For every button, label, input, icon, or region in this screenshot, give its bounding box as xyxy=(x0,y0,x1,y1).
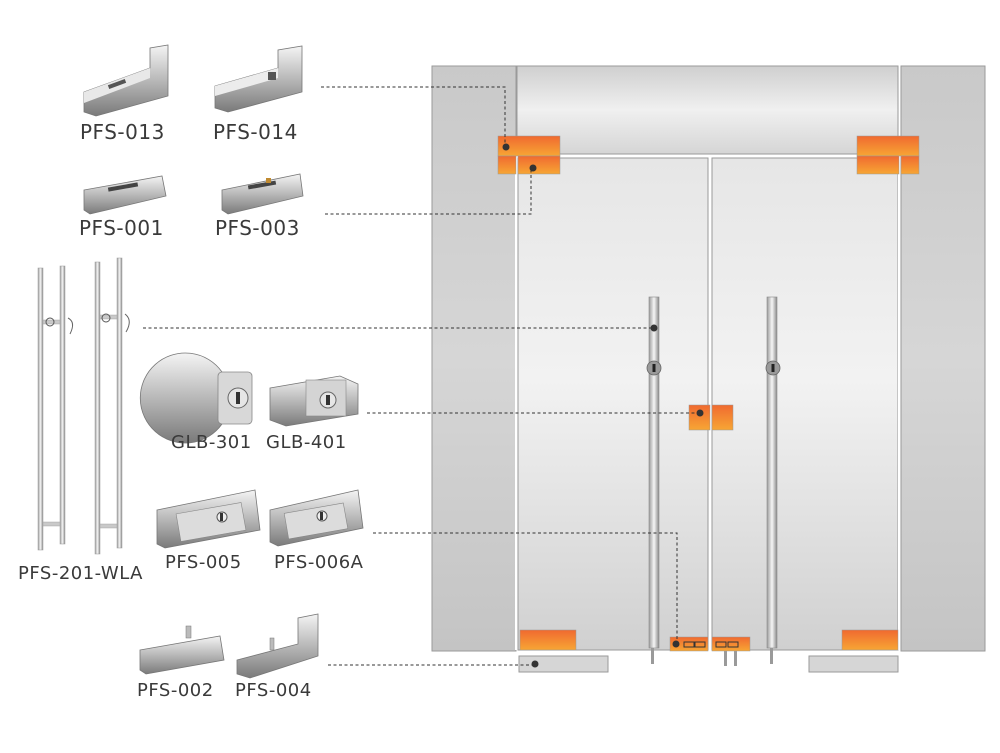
label-pfs-001: PFS-001 xyxy=(79,216,164,240)
leader-dot-pfs-001 xyxy=(529,164,537,172)
leader-dot-glb xyxy=(696,409,704,417)
glb-401-image xyxy=(269,375,359,427)
left-floor-spring xyxy=(518,655,609,673)
right-floor-spring xyxy=(808,655,899,673)
label-glb-301: GLB-301 xyxy=(171,432,252,453)
leader-dot-floor-spring xyxy=(531,660,539,668)
right-door-leaf xyxy=(711,157,899,651)
label-glb-401: GLB-401 xyxy=(266,432,347,453)
leader-lines xyxy=(143,86,697,666)
pfs-006a-image xyxy=(269,489,364,547)
leader-line-bottom-lock xyxy=(373,532,678,642)
top-right-corner-fitting-side xyxy=(900,155,920,175)
pfs-013-image xyxy=(83,44,169,117)
glb-301-image xyxy=(139,352,253,444)
label-pfs-014: PFS-014 xyxy=(213,120,298,144)
pfs-001-image xyxy=(83,175,167,215)
pfs-014-image xyxy=(214,45,303,113)
left-door-leaf xyxy=(517,157,709,651)
top-right-corner-fitting xyxy=(856,135,920,157)
pfs-005-image xyxy=(156,489,261,549)
right-pull-handle xyxy=(766,296,778,649)
pfs-004-image xyxy=(236,613,319,679)
top-left-pivot-fitting xyxy=(517,155,561,175)
label-pfs-003: PFS-003 xyxy=(215,216,300,240)
pfs-201-wla-image xyxy=(37,257,130,555)
left-pull-handle xyxy=(648,296,660,649)
label-pfs-201-wla: PFS-201-WLA xyxy=(18,563,143,584)
center-lock-left xyxy=(688,404,711,431)
bottom-lock-right xyxy=(711,636,751,652)
label-pfs-005: PFS-005 xyxy=(165,552,242,573)
top-left-corner-fitting-side xyxy=(497,155,517,175)
pfs-002-image xyxy=(139,625,225,675)
top-right-pivot-fitting xyxy=(856,155,900,175)
bottom-right-patch-fitting xyxy=(841,629,899,651)
bottom-left-patch-fitting xyxy=(519,629,577,651)
leader-line-pfs-001 xyxy=(325,170,532,215)
pfs-003-image xyxy=(221,173,304,215)
center-lock-right xyxy=(711,404,734,431)
left-handle-lock-icon xyxy=(646,360,662,376)
leader-dot-pfs-013 xyxy=(502,143,510,151)
door-frame-line xyxy=(515,155,900,650)
label-pfs-004: PFS-004 xyxy=(235,680,312,701)
transom-glass xyxy=(516,65,899,155)
leader-line-pfs-013 xyxy=(321,86,506,145)
label-pfs-013: PFS-013 xyxy=(80,120,165,144)
leader-dot-pull-handle xyxy=(650,324,658,332)
bottom-lock-left xyxy=(669,636,709,652)
right-handle-lock-icon xyxy=(765,360,781,376)
label-pfs-002: PFS-002 xyxy=(137,680,214,701)
label-pfs-006a: PFS-006A xyxy=(274,552,364,573)
